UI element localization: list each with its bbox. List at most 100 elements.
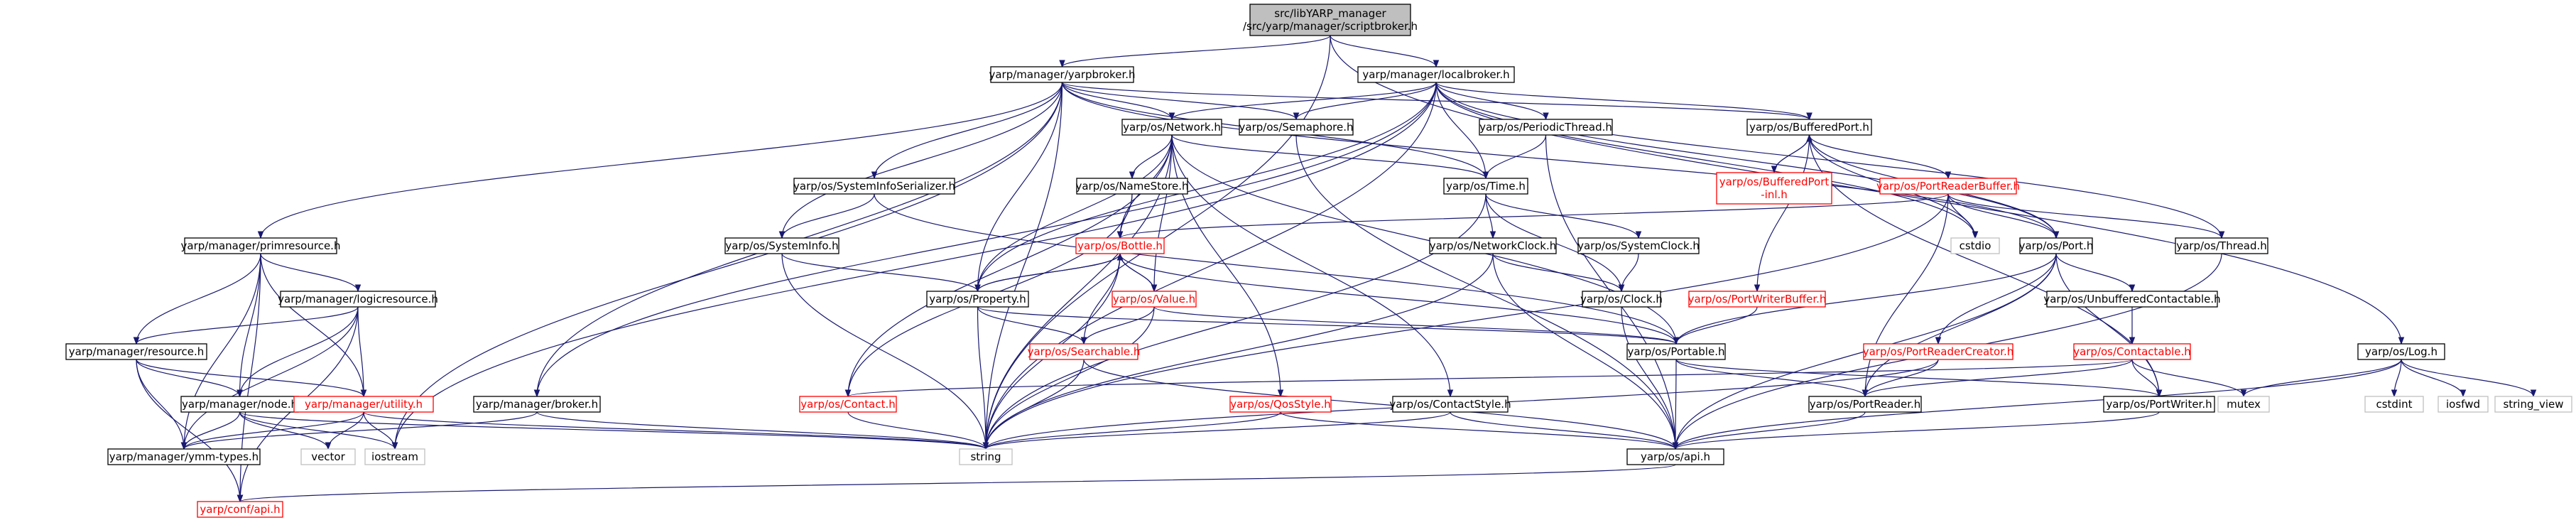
arrowhead	[1293, 112, 1300, 121]
node-property[interactable]: yarp/os/Property.h	[926, 291, 1029, 308]
node-box	[2019, 237, 2093, 254]
node-resource[interactable]: yarp/manager/resource.h	[65, 343, 207, 360]
edge-portreaderbuffer-to-thread	[1947, 193, 2225, 239]
edge-broker-to-ymmtypes	[180, 411, 538, 450]
node-label: yarp/os/PortReader.h	[1810, 398, 1921, 411]
node-box	[926, 291, 1029, 308]
edge-sysinfoser-to-portable	[874, 193, 1680, 345]
node-label: src/libYARP_manager	[1274, 7, 1386, 21]
node-label: yarp/os/PortWriter.h	[2106, 398, 2212, 411]
arrowhead	[257, 231, 264, 239]
node-label: yarp/manager/node.h	[182, 398, 298, 411]
edge-yarpbroker-to-port	[1061, 82, 2060, 239]
arrowhead	[1489, 231, 1496, 239]
node-box	[1112, 291, 1197, 308]
edge-resource-to-utility	[136, 359, 367, 398]
node-label: yarp/manager/ymm-types.h	[109, 450, 259, 463]
node-systeminfo[interactable]: yarp/os/SystemInfo.h	[724, 237, 839, 254]
node-port[interactable]: yarp/os/Port.h	[2019, 237, 2094, 254]
edge-node-to-string	[239, 411, 989, 450]
node-semaphore[interactable]: yarp/os/Semaphore.h	[1239, 119, 1354, 136]
node-label: yarp/os/Log.h	[2365, 345, 2438, 358]
node-networkclock[interactable]: yarp/os/NetworkClock.h	[1429, 237, 1557, 254]
arrowhead	[1673, 337, 1680, 345]
edge-value-to-string	[982, 306, 1155, 450]
node-label: yarp/os/Contact.h	[800, 398, 896, 411]
node-yarpbroker[interactable]: yarp/manager/yarpbroker.h	[989, 66, 1136, 83]
node-label: yarp/conf/api.h	[200, 503, 280, 516]
node-logicresource[interactable]: yarp/manager/logicresource.h	[278, 291, 438, 308]
node-node[interactable]: yarp/manager/node.h	[180, 396, 299, 413]
node-unbuffered[interactable]: yarp/os/UnbufferedContactable.h	[2043, 291, 2221, 308]
node-broker[interactable]: yarp/manager/broker.h	[473, 396, 601, 413]
edge-port-to-portreader	[1862, 253, 2057, 398]
node-sysinfoser[interactable]: yarp/os/SystemInfoSerializer.h	[793, 178, 955, 195]
edge-time-to-networkclock	[1485, 193, 1496, 239]
node-mutex: mutex	[2217, 396, 2270, 413]
arrowhead	[133, 337, 140, 345]
node-label: yarp/os/Network.h	[1123, 121, 1221, 134]
edge-contactable-to-mutex	[2131, 359, 2247, 398]
edge-yarpbroker-to-string	[982, 82, 1063, 450]
edge-searchable-to-api	[1083, 359, 1679, 450]
node-api[interactable]: yarp/os/api.h	[1626, 448, 1724, 465]
edge-value-to-searchable	[1080, 306, 1155, 345]
node-namestore[interactable]: yarp/os/NameStore.h	[1075, 178, 1189, 195]
node-bottle[interactable]: yarp/os/Bottle.h	[1075, 237, 1165, 254]
node-label: yarp/manager/utility.h	[305, 398, 423, 411]
edge-log-to-stringview	[2401, 359, 2537, 398]
node-primresource[interactable]: yarp/manager/primresource.h	[181, 237, 341, 254]
node-box	[2364, 396, 2424, 413]
node-bufferedport[interactable]: yarp/os/BufferedPort.h	[1746, 119, 1872, 136]
arrowhead	[360, 389, 367, 398]
node-time[interactable]: yarp/os/Time.h	[1443, 178, 1528, 195]
node-systemclock[interactable]: yarp/os/SystemClock.h	[1577, 237, 1700, 254]
node-ymmtypes[interactable]: yarp/manager/ymm-types.h	[107, 448, 261, 465]
node-thread[interactable]: yarp/os/Thread.h	[2175, 237, 2268, 254]
node-localbroker[interactable]: yarp/manager/localbroker.h	[1357, 66, 1515, 83]
node-portreaderbuffer[interactable]: yarp/os/PortReaderBuffer.h	[1876, 178, 2020, 195]
arrowhead	[237, 494, 244, 503]
edge-root-to-localbroker	[1330, 35, 1440, 68]
edge-contactable-to-portwriter	[2131, 359, 2163, 398]
node-box	[107, 448, 261, 465]
arrowhead	[1972, 231, 1979, 239]
node-contactstyle[interactable]: yarp/os/ContactStyle.h	[1389, 396, 1511, 413]
edge-resource-to-ymmtypes	[136, 359, 188, 450]
node-box	[1121, 119, 1222, 136]
node-network[interactable]: yarp/os/Network.h	[1121, 119, 1222, 136]
node-box	[990, 66, 1134, 83]
edge-portwriter-to-api	[1672, 411, 2160, 450]
node-stringview: string_view	[2494, 396, 2572, 413]
node-utility[interactable]: yarp/manager/utility.h	[293, 396, 434, 413]
node-portwriterbuffer[interactable]: yarp/os/PortWriterBuffer.h	[1688, 291, 1827, 308]
node-contact[interactable]: yarp/os/Contact.h	[799, 396, 897, 413]
node-confapi[interactable]: yarp/conf/api.h	[197, 501, 283, 518]
node-box	[1577, 237, 1700, 254]
node-periodicthread[interactable]: yarp/os/PeriodicThread.h	[1479, 119, 1613, 136]
arrowhead	[180, 442, 188, 450]
arrowhead	[2398, 337, 2405, 345]
node-clock[interactable]: yarp/os/Clock.h	[1580, 291, 1663, 308]
node-portable[interactable]: yarp/os/Portable.h	[1626, 343, 1726, 360]
node-portwriter[interactable]: yarp/os/PortWriter.h	[2103, 396, 2215, 413]
node-box	[1392, 396, 1509, 413]
node-portreader[interactable]: yarp/os/PortReader.h	[1808, 396, 1922, 413]
node-portreadercreator[interactable]: yarp/os/PortReaderCreator.h	[1863, 343, 2014, 360]
node-box	[1239, 119, 1354, 136]
arrowhead	[1945, 171, 1952, 180]
edge-systemclock-to-clock	[1618, 253, 1639, 293]
edge-localbroker-to-semaphore	[1293, 82, 1437, 121]
arrowhead	[844, 389, 852, 398]
node-log[interactable]: yarp/os/Log.h	[2357, 343, 2445, 360]
arrowhead	[982, 442, 989, 450]
edge-localbroker-to-property	[974, 82, 1437, 293]
node-value[interactable]: yarp/os/Value.h	[1112, 291, 1197, 308]
edge-yarpbroker-to-primresource	[257, 82, 1063, 239]
node-contactable[interactable]: yarp/os/Contactable.h	[2073, 343, 2191, 360]
node-searchable[interactable]: yarp/os/Searchable.h	[1028, 343, 1141, 360]
node-bufferedportinl[interactable]: yarp/os/BufferedPort-inl.h	[1716, 172, 1832, 205]
arrowhead	[1168, 112, 1175, 121]
node-root[interactable]: src/libYARP_manager/src/yarp/manager/scr…	[1243, 4, 1418, 36]
node-qosstyle[interactable]: yarp/os/QosStyle.h	[1229, 396, 1332, 413]
